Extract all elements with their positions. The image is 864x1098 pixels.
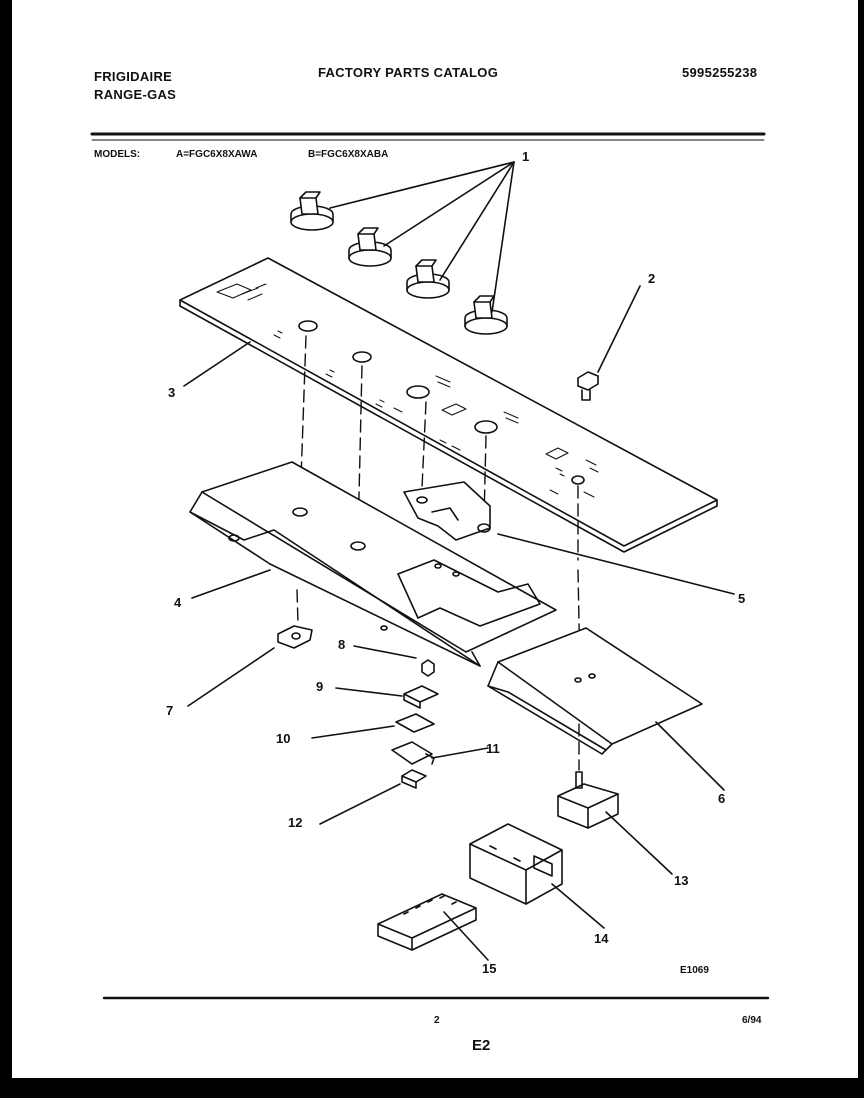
callout-10: 10	[276, 731, 291, 746]
model-a: A=FGC6X8XAWA	[176, 149, 258, 160]
callout-5: 5	[738, 591, 746, 606]
callout-14: 14	[594, 931, 609, 946]
callout-15: 15	[482, 961, 497, 976]
part-10-bracket	[311, 713, 435, 739]
part-3-control-panel	[179, 257, 718, 553]
part-1-knobs	[290, 161, 515, 335]
part-15-terminal-block	[377, 893, 489, 961]
catalog-number: 5995255238	[682, 65, 758, 80]
catalog-sheet: FRIGIDAIRE RANGE-GAS FACTORY PARTS CATAL…	[12, 0, 858, 1078]
part-6-plate	[487, 627, 725, 791]
knob-1	[290, 191, 334, 231]
model-b: B=FGC6X8XABA	[308, 149, 389, 160]
part-7-retainer	[187, 625, 313, 707]
part-12-clip	[319, 769, 427, 825]
section-code: E2	[472, 1037, 491, 1054]
page-number: 2	[434, 1015, 440, 1026]
part-14-module	[469, 823, 605, 929]
revision-date: 6/94	[742, 1015, 762, 1026]
callout-7: 7	[166, 703, 174, 718]
knob-2	[348, 227, 392, 267]
part-4-bracket	[189, 461, 557, 667]
knob-4	[464, 295, 508, 335]
callout-9: 9	[316, 679, 324, 694]
callout-4: 4	[174, 595, 182, 610]
callout-11: 11	[486, 741, 500, 756]
callout-6: 6	[718, 791, 726, 806]
callout-13: 13	[674, 873, 689, 888]
exploded-parts-diagram	[90, 132, 770, 1000]
models-label: MODELS:	[94, 149, 141, 160]
callout-1: 1	[522, 149, 530, 164]
callout-2: 2	[648, 271, 656, 286]
catalog-title: FACTORY PARTS CATALOG	[318, 65, 499, 80]
part-9-clip	[335, 685, 439, 709]
part-8-screw	[353, 645, 435, 677]
knob-3	[406, 259, 450, 299]
part-2-switch	[577, 285, 641, 401]
callout-12: 12	[288, 815, 303, 830]
callout-3: 3	[168, 385, 176, 400]
panel-printing	[216, 283, 599, 498]
brand-name: FRIGIDAIRE	[94, 69, 173, 84]
product-type: RANGE-GAS	[94, 87, 177, 102]
part-13-switch	[557, 771, 673, 875]
part-5-small-bracket	[403, 481, 735, 595]
diagram-code: E1069	[680, 965, 709, 976]
part-11-bracket	[391, 741, 489, 765]
callout-8: 8	[338, 637, 346, 652]
